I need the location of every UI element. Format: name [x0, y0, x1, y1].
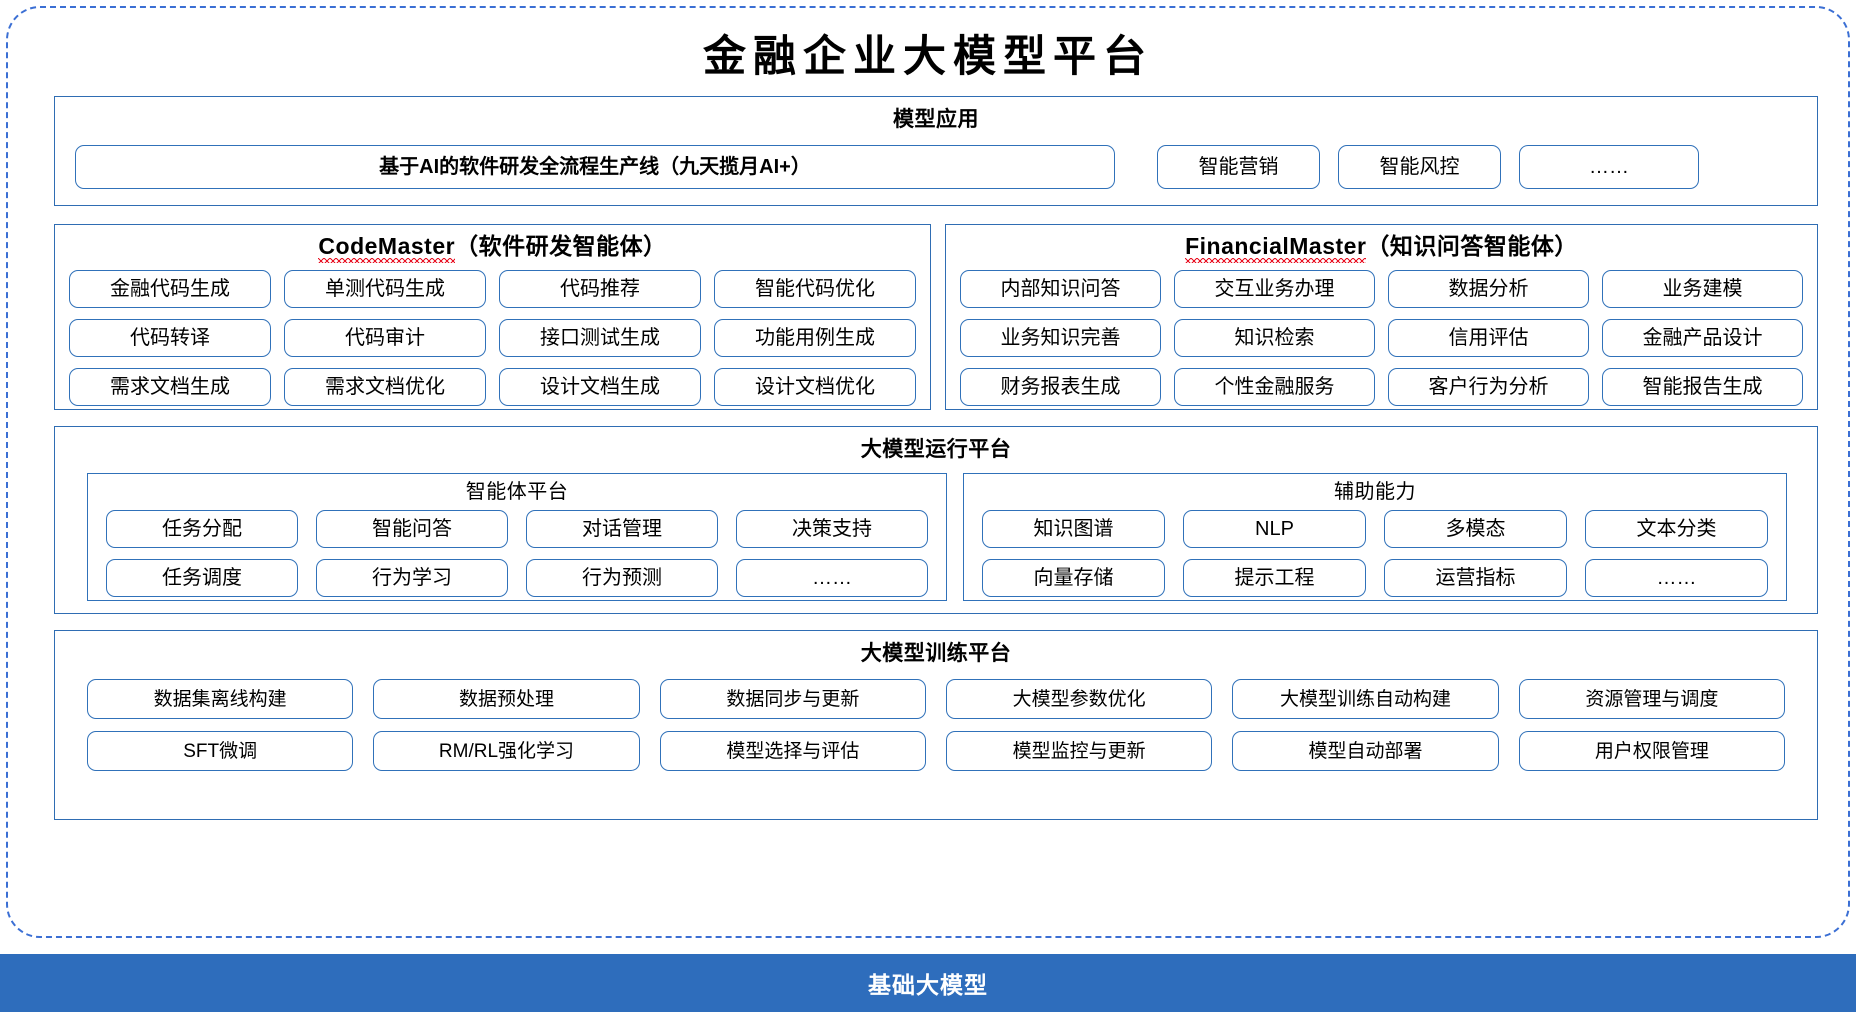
chip-smart-marketing[interactable]: 智能营销 — [1157, 145, 1320, 189]
subsection-agent-platform: 智能体平台 任务分配 智能问答 对话管理 决策支持 任务调度 行为学习 行为预测… — [87, 473, 947, 601]
chip-capability[interactable]: 行为预测 — [526, 559, 718, 597]
chip-capability[interactable]: 智能代码优化 — [714, 270, 916, 308]
foundation-model-bar: 基础大模型 — [0, 954, 1856, 1012]
financial-master-capability-grid: 内部知识问答 交互业务办理 数据分析 业务建模 业务知识完善 知识检索 信用评估… — [960, 270, 1803, 406]
chip-capability[interactable]: 多模态 — [1384, 510, 1567, 548]
training-capability-grid: 数据集离线构建 数据预处理 数据同步与更新 大模型参数优化 大模型训练自动构建 … — [87, 679, 1785, 771]
chip-capability[interactable]: 决策支持 — [736, 510, 928, 548]
chip-capability-more[interactable]: …… — [1585, 559, 1768, 597]
chip-capability[interactable]: 功能用例生成 — [714, 319, 916, 357]
chip-capability[interactable]: 知识图谱 — [982, 510, 1165, 548]
page-title: 金融企业大模型平台 — [703, 34, 1153, 81]
chip-capability[interactable]: 需求文档生成 — [69, 368, 271, 406]
chip-applications-more[interactable]: …… — [1519, 145, 1699, 189]
chip-capability[interactable]: 行为学习 — [316, 559, 508, 597]
chip-capability[interactable]: 用户权限管理 — [1518, 731, 1785, 771]
chip-capability[interactable]: 模型选择与评估 — [659, 731, 926, 771]
chip-capability[interactable]: 客户行为分析 — [1388, 368, 1589, 406]
foundation-model-label: 基础大模型 — [868, 972, 988, 998]
chip-capability[interactable]: 知识检索 — [1174, 319, 1375, 357]
chip-capability[interactable]: 金融代码生成 — [69, 270, 271, 308]
code-master-capability-grid: 金融代码生成 单测代码生成 代码推荐 智能代码优化 代码转译 代码审计 接口测试… — [69, 270, 916, 406]
chip-capability[interactable]: SFT微调 — [87, 731, 354, 771]
section-model-training-platform: 大模型训练平台 数据集离线构建 数据预处理 数据同步与更新 大模型参数优化 大模… — [54, 630, 1818, 820]
chip-ai-dev-pipeline[interactable]: 基于AI的软件研发全流程生产线（九天揽月AI+） — [75, 145, 1115, 189]
financial-master-name: FinancialMaster — [1185, 233, 1367, 263]
chip-capability[interactable]: 财务报表生成 — [960, 368, 1161, 406]
chip-capability[interactable]: 业务知识完善 — [960, 319, 1161, 357]
section-title-training-platform: 大模型训练平台 — [860, 642, 1012, 665]
chip-capability[interactable]: 代码推荐 — [499, 270, 701, 308]
application-chip-row: 基于AI的软件研发全流程生产线（九天揽月AI+） 智能营销 智能风控 …… — [75, 145, 1799, 189]
chip-capability[interactable]: 模型监控与更新 — [946, 731, 1213, 771]
chip-capability[interactable]: 资源管理与调度 — [1518, 679, 1785, 719]
section-code-master: CodeMaster（软件研发智能体） 金融代码生成 单测代码生成 代码推荐 智… — [54, 224, 931, 410]
code-master-name: CodeMaster — [318, 233, 456, 263]
platform-outer-frame: 金融企业大模型平台 模型应用 基于AI的软件研发全流程生产线（九天揽月AI+） … — [6, 6, 1850, 938]
section-model-applications: 模型应用 基于AI的软件研发全流程生产线（九天揽月AI+） 智能营销 智能风控 … — [54, 96, 1818, 206]
agent-platform-capability-grid: 任务分配 智能问答 对话管理 决策支持 任务调度 行为学习 行为预测 …… — [106, 510, 928, 597]
chip-capability[interactable]: 需求文档优化 — [284, 368, 486, 406]
chip-capability[interactable]: 智能报告生成 — [1602, 368, 1803, 406]
chip-capability[interactable]: 数据同步与更新 — [659, 679, 926, 719]
section-title-code-master: CodeMaster（软件研发智能体） — [55, 233, 930, 263]
chip-capability[interactable]: 设计文档优化 — [714, 368, 916, 406]
section-model-runtime-platform: 大模型运行平台 智能体平台 任务分配 智能问答 对话管理 决策支持 任务调度 行… — [54, 426, 1818, 614]
chip-capability[interactable]: 接口测试生成 — [499, 319, 701, 357]
chip-capability[interactable]: 代码审计 — [284, 319, 486, 357]
chip-capability[interactable]: 向量存储 — [982, 559, 1165, 597]
chip-capability[interactable]: 设计文档生成 — [499, 368, 701, 406]
chip-capability[interactable]: 任务调度 — [106, 559, 298, 597]
chip-capability[interactable]: 交互业务办理 — [1174, 270, 1375, 308]
chip-smart-risk-control[interactable]: 智能风控 — [1338, 145, 1501, 189]
chip-capability[interactable]: 业务建模 — [1602, 270, 1803, 308]
chip-capability[interactable]: 运营指标 — [1384, 559, 1567, 597]
chip-capability[interactable]: 大模型参数优化 — [946, 679, 1213, 719]
section-title-financial-master: FinancialMaster（知识问答智能体） — [946, 233, 1817, 263]
chip-capability-more[interactable]: …… — [736, 559, 928, 597]
chip-capability[interactable]: 对话管理 — [526, 510, 718, 548]
chip-capability[interactable]: 内部知识问答 — [960, 270, 1161, 308]
section-title-model-applications: 模型应用 — [893, 108, 979, 131]
chip-capability[interactable]: NLP — [1183, 510, 1366, 548]
financial-master-subtitle: （知识问答智能体） — [1366, 233, 1578, 259]
chip-capability[interactable]: 个性金融服务 — [1174, 368, 1375, 406]
chip-capability[interactable]: 数据集离线构建 — [87, 679, 354, 719]
subsection-auxiliary-capabilities: 辅助能力 知识图谱 NLP 多模态 文本分类 向量存储 提示工程 运营指标 …… — [963, 473, 1787, 601]
chip-capability[interactable]: 代码转译 — [69, 319, 271, 357]
subsection-title-auxiliary-capabilities: 辅助能力 — [1334, 481, 1416, 503]
chip-capability[interactable]: 模型自动部署 — [1232, 731, 1499, 771]
chip-capability[interactable]: 智能问答 — [316, 510, 508, 548]
chip-capability[interactable]: 单测代码生成 — [284, 270, 486, 308]
subsection-title-agent-platform: 智能体平台 — [465, 481, 569, 503]
chip-capability[interactable]: 文本分类 — [1585, 510, 1768, 548]
section-title-runtime-platform: 大模型运行平台 — [860, 438, 1012, 461]
chip-capability[interactable]: 大模型训练自动构建 — [1232, 679, 1499, 719]
chip-capability[interactable]: 任务分配 — [106, 510, 298, 548]
chip-capability[interactable]: 信用评估 — [1388, 319, 1589, 357]
code-master-subtitle: （软件研发智能体） — [455, 233, 667, 259]
chip-capability[interactable]: 金融产品设计 — [1602, 319, 1803, 357]
auxiliary-capability-grid: 知识图谱 NLP 多模态 文本分类 向量存储 提示工程 运营指标 …… — [982, 510, 1768, 597]
chip-capability[interactable]: RM/RL强化学习 — [373, 731, 640, 771]
chip-capability[interactable]: 提示工程 — [1183, 559, 1366, 597]
section-financial-master: FinancialMaster（知识问答智能体） 内部知识问答 交互业务办理 数… — [945, 224, 1818, 410]
chip-capability[interactable]: 数据预处理 — [373, 679, 640, 719]
chip-capability[interactable]: 数据分析 — [1388, 270, 1589, 308]
